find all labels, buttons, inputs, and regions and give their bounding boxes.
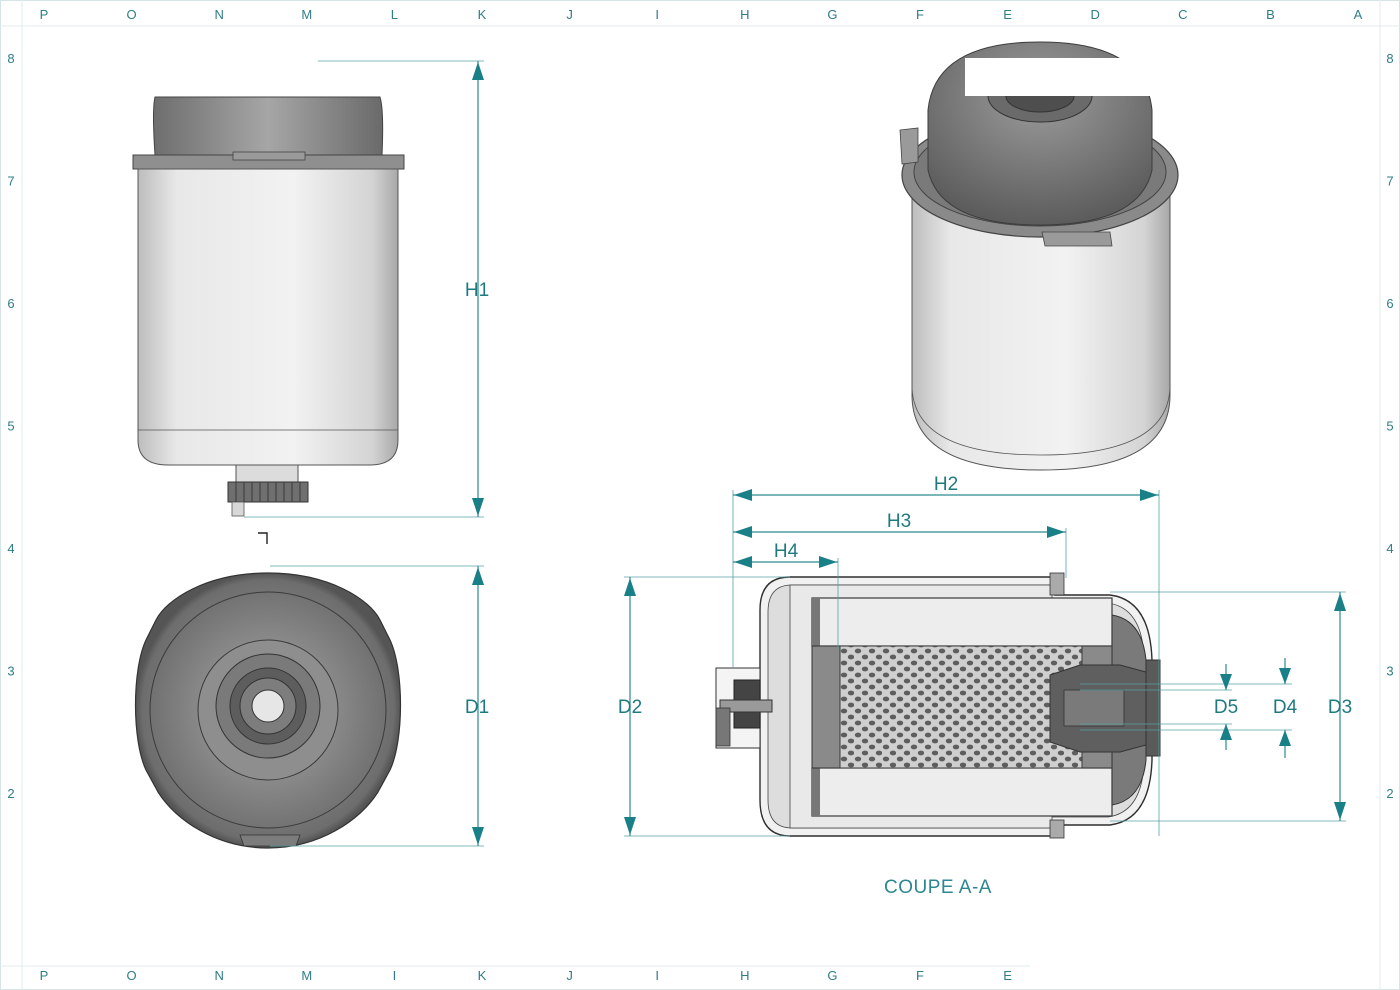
grid-label-top_letters-11: E: [1003, 7, 1012, 22]
grid-label-bottom_letters-2: N: [215, 968, 224, 983]
label-h1: H1: [465, 280, 489, 301]
grid-label-left_numbers-6: 2: [7, 786, 14, 801]
label-d3: D3: [1328, 697, 1352, 718]
iso-body: [911, 174, 1171, 471]
grid-label-bottom_letters-11: E: [1003, 968, 1012, 983]
section-perforated-core: [839, 645, 1083, 769]
grid-label-left_numbers-0: 8: [7, 51, 14, 66]
grid-label-top_letters-9: G: [827, 7, 837, 22]
grid-label-top_letters-2: N: [215, 7, 224, 22]
front-body: [137, 168, 399, 466]
right-grid-numbers: 8 7 6 5 4 3 2: [1386, 51, 1393, 801]
dimension-d2: D2: [618, 576, 790, 837]
grid-label-top_letters-12: D: [1091, 7, 1100, 22]
dimension-h2: H2: [732, 474, 1160, 836]
dimension-d4: D4: [1080, 658, 1298, 758]
section-caption: COUPE A-A: [884, 877, 992, 898]
left-grid-numbers: 8 7 6 5 4 3 2: [7, 51, 14, 801]
front-drain-neck: [235, 464, 299, 484]
grid-label-top_letters-0: P: [40, 7, 49, 22]
label-d2: D2: [618, 697, 642, 718]
grid-label-bottom_letters-9: G: [827, 968, 837, 983]
front-drain-pin: [231, 501, 245, 517]
grid-label-top_letters-3: M: [301, 7, 312, 22]
grid-label-right_numbers-2: 6: [1386, 296, 1393, 311]
grid-label-bottom_letters-4: I: [393, 968, 397, 983]
grid-label-bottom_letters-0: P: [40, 968, 49, 983]
grid-label-top_letters-15: A: [1354, 7, 1363, 22]
dimension-d1: D1: [270, 565, 489, 847]
label-h2: H2: [934, 474, 958, 495]
section-view: [715, 572, 1161, 839]
dimension-d5: D5: [1080, 664, 1238, 750]
grid-label-top_letters-13: C: [1178, 7, 1187, 22]
grid-label-top_letters-10: F: [916, 7, 924, 22]
grid-label-right_numbers-6: 2: [1386, 786, 1393, 801]
grid-label-top_letters-4: L: [391, 7, 398, 22]
grid-label-bottom_letters-10: F: [916, 968, 924, 983]
label-h3: H3: [887, 511, 911, 532]
bottom-center-hole: [251, 689, 285, 723]
grid-label-left_numbers-1: 7: [7, 174, 14, 189]
grid-label-right_numbers-1: 7: [1386, 174, 1393, 189]
dimension-d3: D3: [1110, 591, 1352, 822]
grid-label-bottom_letters-7: I: [655, 968, 659, 983]
label-h4: H4: [774, 541, 799, 562]
grid-label-left_numbers-4: 4: [7, 541, 14, 556]
grid-label-bottom_letters-1: O: [127, 968, 137, 983]
grid-label-top_letters-1: O: [127, 7, 137, 22]
grid-label-right_numbers-0: 8: [1386, 51, 1393, 66]
front-view: [132, 96, 405, 544]
grid-label-top_letters-8: H: [740, 7, 749, 22]
label-d4: D4: [1273, 697, 1298, 718]
grid-label-bottom_letters-6: J: [566, 968, 573, 983]
section-media-top: [811, 597, 1113, 647]
grid-label-top_letters-5: K: [478, 7, 487, 22]
grid-label-left_numbers-2: 6: [7, 296, 14, 311]
section-media-bottom: [811, 767, 1113, 817]
dimension-h1: H1: [244, 60, 489, 518]
front-cap: [153, 96, 384, 156]
grid-label-right_numbers-3: 5: [1386, 419, 1393, 434]
grid-label-right_numbers-5: 3: [1386, 664, 1393, 679]
grid-label-top_letters-14: B: [1266, 7, 1275, 22]
label-d5: D5: [1214, 697, 1238, 718]
isometric-view: [899, 41, 1179, 471]
grid-label-left_numbers-5: 3: [7, 664, 14, 679]
bottom-view: [134, 572, 402, 849]
grid-label-top_letters-7: I: [655, 7, 659, 22]
grid-label-bottom_letters-8: H: [740, 968, 749, 983]
label-d1: D1: [465, 697, 489, 718]
grid-label-right_numbers-4: 4: [1386, 541, 1393, 556]
dimension-h4: H4: [733, 541, 839, 650]
grid-label-top_letters-6: J: [566, 7, 573, 22]
dimension-h3: H3: [733, 511, 1067, 578]
grid-label-bottom_letters-5: K: [478, 968, 487, 983]
grid-label-bottom_letters-3: M: [301, 968, 312, 983]
grid-label-left_numbers-3: 5: [7, 419, 14, 434]
